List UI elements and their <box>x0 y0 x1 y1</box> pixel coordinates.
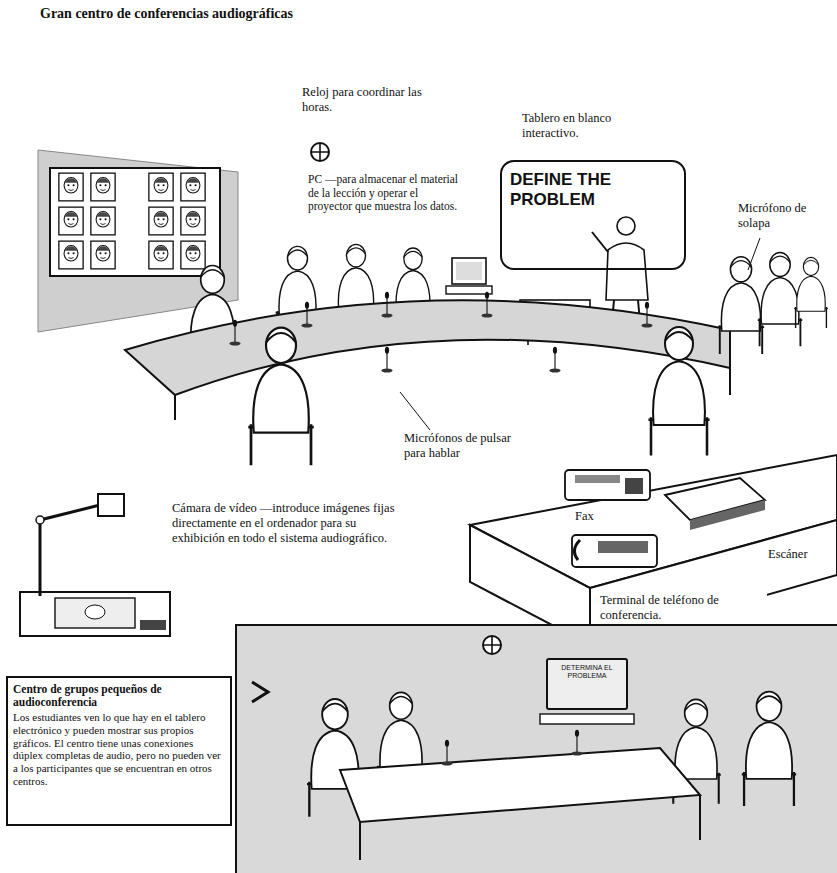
diagram-title: Gran centro de conferencias audiográfica… <box>40 6 293 23</box>
front-people <box>794 257 828 328</box>
video-wall <box>59 241 83 269</box>
node-heading: DEFINE THE PROBLEM <box>510 170 676 209</box>
conference-table <box>381 347 392 373</box>
clock-icon <box>311 143 329 161</box>
equipment-desk <box>575 475 620 483</box>
small-group-inset <box>360 795 700 860</box>
small-group-inset <box>483 636 501 654</box>
video-camera-stand <box>140 620 166 630</box>
small-group-inset <box>540 714 634 724</box>
conference-table <box>381 292 392 318</box>
pc-monitor <box>446 258 492 294</box>
phone-callout: Terminal de teléfono de conferencia. <box>598 592 767 624</box>
equipment-desk <box>625 478 643 494</box>
small-group-inset <box>340 748 700 822</box>
whiteboard-callout: Tablero en blanco interactivo. <box>520 110 664 142</box>
video-camera-stand <box>40 505 100 596</box>
camera-callout: Cámara de vídeo —introduce imágenes fija… <box>170 500 410 546</box>
video-camera-stand <box>98 494 124 516</box>
instructor <box>592 232 608 252</box>
equipment-desk <box>565 470 650 500</box>
fax-callout: Fax <box>573 508 596 525</box>
small-group-inset <box>742 692 796 806</box>
node-body: Los estudiantes ven lo que hay en el tab… <box>13 711 225 787</box>
video-camera-stand <box>55 598 135 628</box>
leader-lines <box>400 392 430 430</box>
video-wall <box>149 241 173 269</box>
video-wall <box>91 241 115 269</box>
video-wall <box>59 173 83 201</box>
clock-icon <box>311 143 329 161</box>
clock-icon <box>311 143 329 161</box>
video-camera-stand <box>85 605 105 619</box>
conference-table <box>301 302 312 328</box>
video-wall <box>149 207 173 235</box>
whiteboard: DEFINE THE PROBLEM <box>500 160 686 270</box>
conference-table <box>125 292 730 420</box>
video-camera-stand <box>20 494 170 636</box>
front-people <box>248 328 313 466</box>
push-mic-callout: Micrófonos de pulsar para hablar <box>402 430 514 462</box>
conference-table <box>125 300 730 395</box>
video-wall <box>149 173 173 201</box>
node-heading: DETERMINA EL PROBLEMA <box>552 664 622 681</box>
equipment-desk <box>572 535 657 567</box>
conference-table <box>229 320 240 346</box>
equipment-desk <box>470 455 837 645</box>
small-group-inset <box>252 682 268 702</box>
small-group-inset <box>483 636 501 654</box>
video-wall <box>181 207 205 235</box>
pc-monitor <box>452 258 486 284</box>
pc-monitor <box>456 262 482 280</box>
video-wall <box>181 241 205 269</box>
video-camera-stand <box>36 516 44 524</box>
clock-callout: Reloj para coordinar las horas. <box>300 84 426 116</box>
conference-table <box>481 292 492 318</box>
scanner-callout: Escáner <box>766 546 810 563</box>
node-heading: Centro de grupos pequeños de audioconfer… <box>13 683 225 709</box>
pc-callout: PC —para almacenar el material de la lec… <box>306 172 466 215</box>
conference-table <box>641 302 652 328</box>
instructor <box>606 243 648 300</box>
equipment-desk <box>574 540 580 560</box>
front-people <box>758 252 803 346</box>
video-wall <box>59 207 83 235</box>
lapel-mic-callout: Micrófono de solapa <box>736 200 832 232</box>
small-group-inset <box>571 730 582 756</box>
small-group-inset <box>236 625 837 873</box>
front-people <box>718 257 764 354</box>
equipment-desk <box>690 500 765 530</box>
instructor <box>617 217 635 235</box>
front-people <box>648 327 709 456</box>
small-group-inset <box>236 625 837 873</box>
leader-lines <box>400 238 760 430</box>
conference-table <box>549 347 560 373</box>
video-wall <box>50 168 220 276</box>
front-people <box>248 252 828 465</box>
small-group-box: Centro de grupos pequeños de audioconfer… <box>6 676 232 826</box>
leader-lines <box>748 238 760 270</box>
inset-monitor: DETERMINA EL PROBLEMA <box>546 658 628 710</box>
equipment-desk <box>598 541 648 553</box>
video-wall <box>91 207 115 235</box>
video-camera-stand <box>20 592 170 636</box>
pc-monitor <box>446 286 492 294</box>
video-wall <box>181 173 205 201</box>
small-group-inset <box>441 740 452 766</box>
video-wall <box>91 173 115 201</box>
